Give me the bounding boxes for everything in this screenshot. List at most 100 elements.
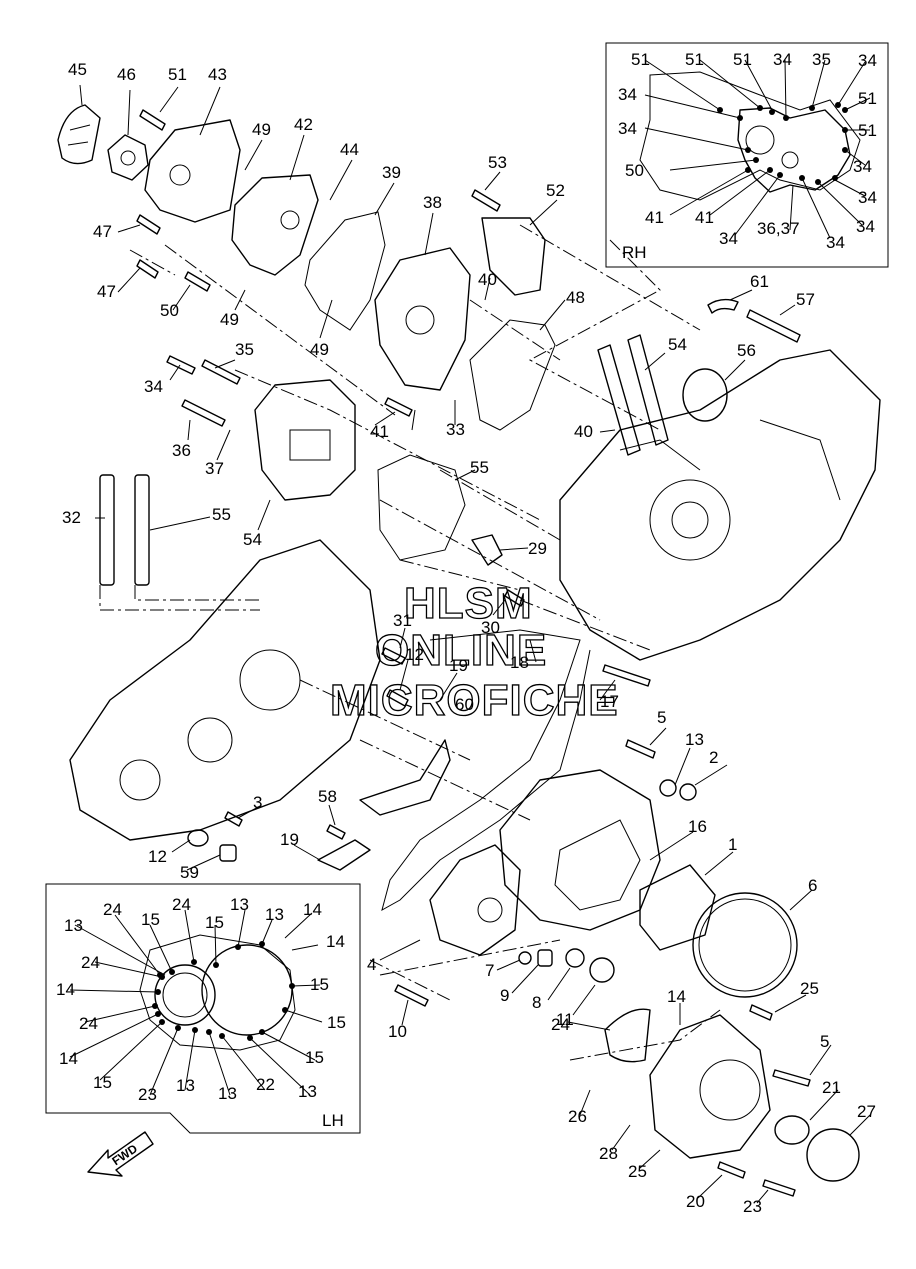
main-callout-36: 12 bbox=[405, 645, 424, 664]
main-callout-22: 34 bbox=[144, 377, 163, 396]
main-callout-15: 49 bbox=[310, 340, 329, 359]
part-crankcase-cover-1 bbox=[499, 769, 661, 931]
part-impeller bbox=[57, 104, 101, 165]
part-stud-54-left bbox=[134, 474, 150, 586]
main-callout-25: 37 bbox=[205, 459, 224, 478]
rh-callout-8: 34 bbox=[618, 119, 637, 138]
main-callout-51: 6 bbox=[808, 876, 817, 895]
rh-callout-0: 51 bbox=[631, 50, 650, 69]
part-bolt-13 bbox=[625, 739, 656, 759]
lh-callout-6: 14 bbox=[303, 900, 322, 919]
part-bolt-53 bbox=[471, 189, 501, 212]
part-cover-29 bbox=[254, 379, 356, 501]
main-callout-50: 1 bbox=[728, 835, 737, 854]
rh-callout-3: 34 bbox=[773, 50, 792, 69]
main-callout-9: 52 bbox=[546, 181, 565, 200]
main-callout-61: 24 bbox=[551, 1015, 570, 1034]
lh-callout-1: 24 bbox=[172, 895, 191, 914]
main-callout-1: 46 bbox=[117, 65, 136, 84]
part-bolt-47-upper bbox=[136, 214, 161, 235]
main-callout-44: 3 bbox=[253, 793, 262, 812]
main-callout-6: 44 bbox=[340, 140, 359, 159]
main-callout-48: 19 bbox=[280, 830, 299, 849]
lh-callout-12: 15 bbox=[327, 1013, 346, 1032]
main-callout-34: 30 bbox=[481, 618, 500, 637]
main-callout-17: 48 bbox=[566, 288, 585, 307]
rh-callout-15: 34 bbox=[719, 229, 738, 248]
main-callout-60: 5 bbox=[820, 1032, 829, 1051]
lh-callout-9: 24 bbox=[81, 953, 100, 972]
part-bolt-36 bbox=[181, 399, 226, 427]
main-callout-38: 18 bbox=[510, 653, 529, 672]
main-callout-39: 60 bbox=[455, 695, 474, 714]
main-callout-67: 20 bbox=[686, 1192, 705, 1211]
main-callout-68: 23 bbox=[743, 1197, 762, 1216]
part-plug-58 bbox=[219, 844, 237, 862]
part-cover-42 bbox=[231, 174, 319, 276]
part-bolt-34 bbox=[166, 355, 196, 375]
part-guide-21 bbox=[604, 1008, 651, 1063]
part-case-38 bbox=[374, 247, 471, 391]
main-callout-0: 45 bbox=[68, 60, 87, 79]
part-damper-6 bbox=[639, 864, 716, 951]
watermark: HLSM ONLINE MICROFICHE bbox=[329, 578, 619, 725]
main-callout-35: 31 bbox=[393, 611, 412, 630]
lh-callout-0: 24 bbox=[103, 900, 122, 919]
main-callout-23: 35 bbox=[235, 340, 254, 359]
main-callout-30: 32 bbox=[62, 508, 81, 527]
part-oring-56 bbox=[682, 368, 728, 422]
lh-callout-19: 13 bbox=[218, 1084, 237, 1103]
part-bracket-18 bbox=[359, 739, 451, 816]
main-callout-29: 55 bbox=[470, 458, 489, 477]
rh-callout-2: 51 bbox=[733, 50, 752, 69]
part-gasket-39 bbox=[304, 211, 386, 331]
part-cap-26 bbox=[806, 1128, 860, 1182]
watermark-line-2: ONLINE bbox=[375, 626, 547, 675]
rh-callout-6: 34 bbox=[618, 85, 637, 104]
part-cap-27 bbox=[774, 1115, 810, 1145]
rh-inset-label: RH bbox=[622, 243, 647, 262]
part-washer-59 bbox=[187, 829, 209, 847]
main-callout-4: 49 bbox=[252, 120, 271, 139]
part-bolt-12-upper bbox=[381, 647, 406, 665]
main-callout-26: 41 bbox=[370, 422, 389, 441]
part-bolt-57 bbox=[746, 309, 801, 343]
rh-callout-14: 41 bbox=[695, 208, 714, 227]
part-bolt-5-lower bbox=[749, 1004, 773, 1021]
main-callout-63: 27 bbox=[857, 1102, 876, 1121]
main-callout-11: 47 bbox=[93, 222, 112, 241]
part-bracket-30 bbox=[471, 534, 503, 566]
main-callout-19: 57 bbox=[796, 290, 815, 309]
part-bolt-12-lower bbox=[224, 811, 243, 827]
main-callout-24: 36 bbox=[172, 441, 191, 460]
main-callout-2: 51 bbox=[168, 65, 187, 84]
part-bolt-19-lower bbox=[326, 824, 346, 840]
rh-callout-9: 51 bbox=[858, 121, 877, 140]
lh-callout-14: 15 bbox=[305, 1048, 324, 1067]
main-callout-54: 9 bbox=[500, 986, 509, 1005]
part-stud-55-right bbox=[597, 344, 641, 456]
main-callout-52: 4 bbox=[367, 955, 376, 974]
part-oring-11 bbox=[565, 948, 585, 968]
parts bbox=[57, 104, 881, 1197]
part-bolt-35 bbox=[201, 359, 241, 385]
main-callout-16: 40 bbox=[478, 270, 497, 289]
main-callout-53: 7 bbox=[485, 961, 494, 980]
main-callout-10: 38 bbox=[423, 193, 442, 212]
rh-callout-12: 34 bbox=[858, 188, 877, 207]
rh-callout-4: 35 bbox=[812, 50, 831, 69]
part-bolt-31 bbox=[504, 589, 525, 607]
part-cover-52 bbox=[481, 217, 546, 296]
main-callout-7: 39 bbox=[382, 163, 401, 182]
lh-callout-15: 14 bbox=[59, 1049, 78, 1068]
part-crankcase-left bbox=[69, 539, 381, 841]
part-bracket-16 bbox=[317, 839, 371, 871]
part-pump-cover bbox=[144, 119, 241, 223]
lh-callout-8: 13 bbox=[64, 916, 83, 935]
watermark-line-3: MICROFICHE bbox=[330, 676, 619, 725]
part-washer-3 bbox=[679, 783, 697, 801]
main-callout-37: 19 bbox=[449, 656, 468, 675]
